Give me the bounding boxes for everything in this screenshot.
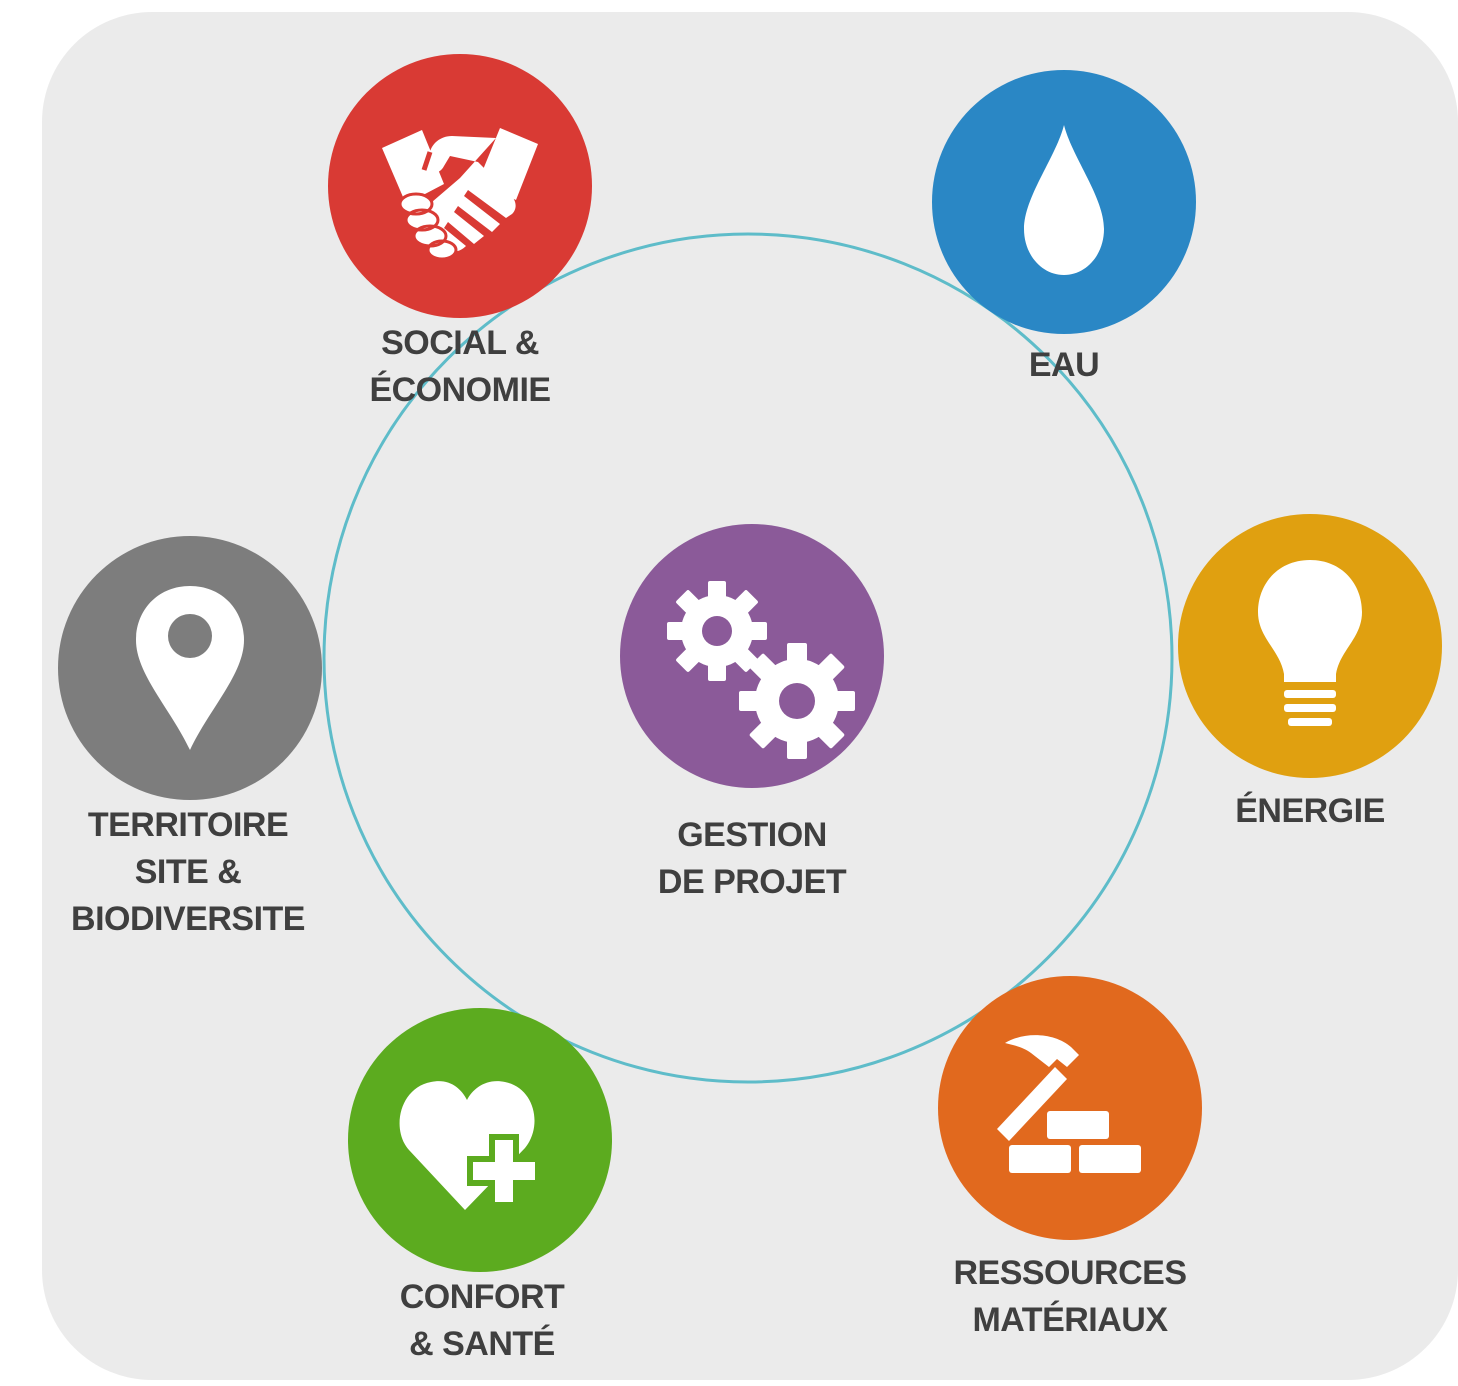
label-line: & SANTÉ — [409, 1325, 555, 1363]
gears-icon — [667, 581, 855, 759]
territoire-circle — [58, 536, 322, 800]
map-pin-icon — [136, 586, 244, 750]
water-drop-icon — [1024, 125, 1104, 275]
label-line: GESTION — [677, 816, 827, 854]
gestion-projet-label: GESTION DE PROJET — [622, 812, 882, 906]
eau-label: EAU — [1004, 342, 1124, 389]
label-line: SOCIAL & — [381, 324, 539, 362]
ressources-materiaux-label: RESSOURCES MATÉRIAUX — [928, 1250, 1212, 1344]
label-line: SITE & — [134, 853, 242, 891]
eau-circle — [932, 70, 1196, 334]
label-line: CONFORT — [399, 1278, 565, 1316]
social-economie-circle — [328, 54, 592, 318]
label-line: MATÉRIAUX — [972, 1301, 1168, 1339]
hammer-bricks-icon — [997, 1035, 1141, 1173]
gestion-projet-circle — [620, 524, 884, 788]
handshake-icon — [382, 128, 538, 261]
heart-cross-icon — [399, 1081, 541, 1210]
label-line: DE PROJET — [657, 863, 847, 901]
label-line: ÉNERGIE — [1235, 792, 1385, 830]
label-line: ÉCONOMIE — [369, 371, 551, 409]
lightbulb-icon — [1258, 560, 1362, 726]
label-line: TERRITOIRE — [87, 806, 289, 844]
label-line: RESSOURCES — [953, 1254, 1187, 1292]
ressources-materiaux-circle — [938, 976, 1202, 1240]
energie-label: ÉNERGIE — [1200, 788, 1420, 835]
territoire-label: TERRITOIRE SITE & BIODIVERSITE — [48, 802, 328, 943]
label-line: EAU — [1028, 346, 1100, 384]
label-line: BIODIVERSITE — [71, 900, 305, 938]
social-economie-label: SOCIAL & ÉCONOMIE — [320, 320, 600, 414]
confort-sante-label: CONFORT & SANTÉ — [362, 1274, 602, 1368]
energie-circle — [1178, 514, 1442, 778]
confort-sante-circle — [348, 1008, 612, 1272]
